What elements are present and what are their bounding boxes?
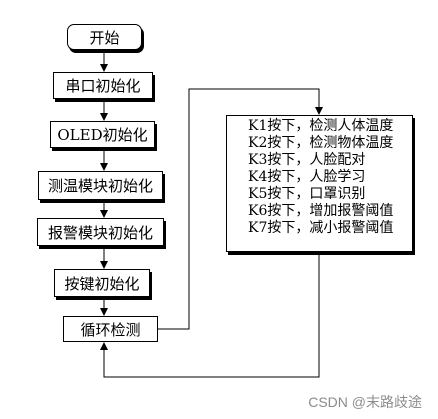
key-init-step: 按键初始化 <box>54 269 150 297</box>
serial-init-label: 串口初始化 <box>65 77 141 95</box>
key-functions-list: K1按下，检测人体温度 K2按下，检测物体温度 K3按下，人脸配对 K4按下，人… <box>227 118 412 237</box>
serial-init-step: 串口初始化 <box>53 72 153 99</box>
alarm-module-init-label: 报警模块初始化 <box>47 223 153 242</box>
oled-init-step: OLED初始化 <box>50 121 155 148</box>
key-function-k5: K5按下，口罩识别 <box>248 186 366 202</box>
key-function-k2: K2按下，检测物体温度 <box>248 135 394 151</box>
arrow-key-functions-back-to-loop <box>100 252 320 378</box>
key-function-k7: K7按下，减小报警阈值 <box>248 220 394 236</box>
temp-module-init-step: 测温模块初始化 <box>38 171 163 200</box>
start-terminal: 开始 <box>67 24 142 50</box>
start-label: 开始 <box>89 28 120 47</box>
alarm-module-init-step: 报警模块初始化 <box>37 218 164 246</box>
loop-detect-label: 循环检测 <box>80 320 141 339</box>
key-function-k6: K6按下，增加报警阈值 <box>248 203 394 219</box>
key-init-label: 按键初始化 <box>64 274 140 293</box>
csdn-watermark: CSDN @末路歧途 <box>308 394 422 410</box>
arrow-loop-to-key-functions <box>158 88 323 330</box>
temp-module-init-label: 测温模块初始化 <box>47 177 153 195</box>
key-function-k1: K1按下，检测人体温度 <box>248 118 394 134</box>
loop-detect-step: 循环检测 <box>63 316 158 342</box>
key-function-k4: K4按下，人脸学习 <box>248 169 366 185</box>
oled-init-label: OLED初始化 <box>57 126 148 144</box>
key-functions-box: K1按下，检测人体温度 K2按下，检测物体温度 K3按下，人脸配对 K4按下，人… <box>226 115 413 252</box>
key-function-k3: K3按下，人脸配对 <box>248 152 366 168</box>
